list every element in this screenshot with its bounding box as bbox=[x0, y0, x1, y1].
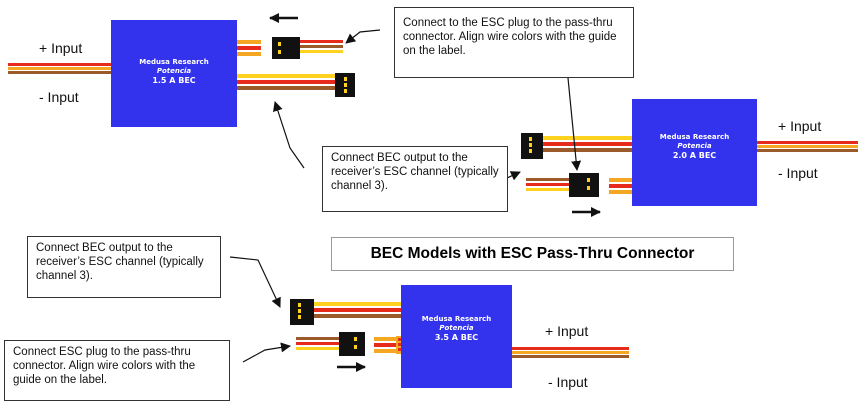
bec-rating: 2.0 A BEC bbox=[672, 151, 717, 160]
bec-brand: Medusa Research bbox=[421, 315, 492, 323]
note-esc-plug-top: Connect to the ESC plug to the pass-thru… bbox=[394, 7, 634, 78]
bec-rating: 3.5 A BEC bbox=[434, 333, 479, 342]
minus-input-label: - Input bbox=[548, 374, 588, 390]
input-wires-unit3 bbox=[512, 347, 629, 358]
input-wires-unit1 bbox=[8, 63, 111, 74]
bec-brand: Medusa Research bbox=[659, 133, 730, 141]
minus-input-label: - Input bbox=[39, 89, 79, 105]
pointer-arrow-icon bbox=[229, 29, 582, 363]
esc-plug-unit2 bbox=[526, 173, 599, 197]
minus-input-label: - Input bbox=[778, 165, 818, 181]
bec-model: Potencia bbox=[156, 67, 192, 75]
note-receiver-top: Connect BEC output to the receiver’s ESC… bbox=[322, 146, 508, 212]
plus-input-label: + Input bbox=[778, 118, 822, 134]
bec-unit-1-5a: Medusa Research Potencia 1.5 A BEC bbox=[111, 20, 237, 127]
passthru-stub-unit3 bbox=[374, 336, 403, 354]
plus-input-label: + Input bbox=[39, 40, 83, 56]
output-lead-unit1 bbox=[237, 73, 355, 97]
bec-rating: 1.5 A BEC bbox=[152, 76, 196, 85]
bec-unit-3-5a: Medusa Research Potencia 3.5 A BEC bbox=[401, 285, 512, 388]
bec-model: Potencia bbox=[677, 142, 712, 150]
esc-plug-unit3 bbox=[296, 332, 365, 356]
diagram-title: BEC Models with ESC Pass-Thru Connector bbox=[331, 237, 734, 271]
note-receiver-bottom: Connect BEC output to the receiver’s ESC… bbox=[27, 236, 221, 298]
bec-brand: Medusa Research bbox=[139, 58, 209, 66]
bec-unit-2-0a: Medusa Research Potencia 2.0 A BEC bbox=[632, 99, 757, 206]
bec-model: Potencia bbox=[439, 324, 474, 332]
output-lead-unit3 bbox=[290, 299, 401, 325]
esc-plug-unit1 bbox=[272, 37, 343, 59]
input-wires-unit2 bbox=[757, 141, 858, 152]
plus-input-label: + Input bbox=[545, 323, 589, 339]
output-lead-unit2 bbox=[521, 133, 632, 159]
note-esc-plug-bottom: Connect ESC plug to the pass-thru connec… bbox=[4, 340, 230, 401]
